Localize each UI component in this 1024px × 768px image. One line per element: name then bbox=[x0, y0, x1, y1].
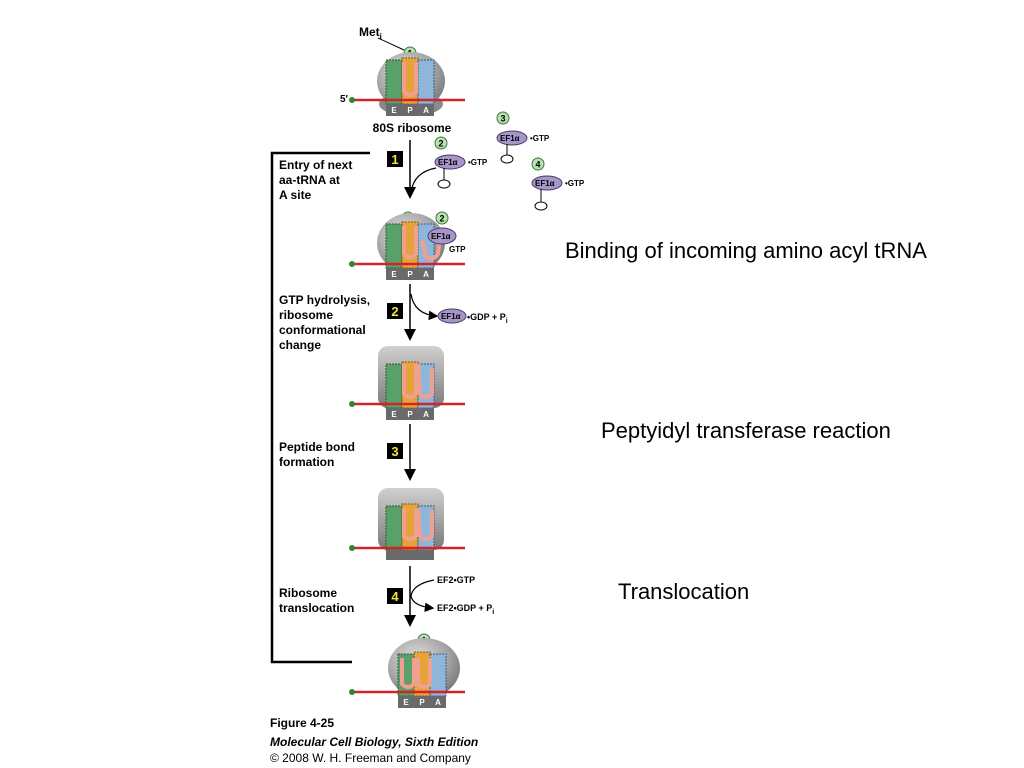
step-4-box bbox=[387, 588, 403, 604]
svg-text:P: P bbox=[419, 698, 425, 707]
e-site bbox=[385, 59, 403, 105]
ef1-complex-3: 3 EF1α •GTP bbox=[496, 111, 550, 164]
svg-text:E: E bbox=[391, 270, 397, 279]
svg-text:EF1α: EF1α bbox=[438, 158, 458, 167]
ribosome-a-site-binding: 1 2 EF1α GTP E P A bbox=[349, 211, 466, 280]
svg-text:1: 1 bbox=[391, 152, 398, 167]
five-prime-label: 5′ bbox=[340, 94, 349, 105]
step-4: Ribosome translocation 4 EF2•GTP EF2•GDP… bbox=[279, 566, 494, 627]
ribosome-initial: Meti 1 5′ E P A 80S ribosome bbox=[340, 25, 465, 135]
step-1-box bbox=[387, 151, 403, 167]
svg-text:2: 2 bbox=[438, 139, 443, 149]
svg-text:4: 4 bbox=[535, 160, 540, 170]
caption-book: Molecular Cell Biology, Sixth Edition bbox=[270, 735, 478, 749]
ribosome-translocated: 1 2 E P A bbox=[349, 633, 465, 708]
svg-text:EF2•GTP: EF2•GTP bbox=[437, 575, 475, 585]
svg-text:E: E bbox=[391, 410, 397, 419]
svg-text:2: 2 bbox=[391, 304, 398, 319]
svg-text:EF2•GDP + Pi: EF2•GDP + Pi bbox=[437, 603, 494, 616]
step-3: Peptide bond formation 3 bbox=[279, 424, 416, 481]
svg-text:2: 2 bbox=[439, 214, 444, 224]
svg-text:P: P bbox=[407, 270, 413, 279]
binding-label: Binding of incoming amino acyl tRNA bbox=[565, 238, 927, 263]
met-label: Meti bbox=[359, 25, 382, 41]
svg-text:P: P bbox=[407, 410, 413, 419]
step-1: Entry of next aa-tRNA at A site 1 bbox=[279, 140, 437, 202]
svg-text:•GTP: •GTP bbox=[565, 179, 585, 188]
step-4-text: Ribosome translocation bbox=[279, 586, 354, 615]
svg-text:EF1α: EF1α bbox=[535, 179, 555, 188]
svg-text:•GDP + Pi: •GDP + Pi bbox=[467, 312, 508, 325]
ef1-complex-4: 4 EF1α •GTP bbox=[531, 157, 585, 211]
svg-text:•GTP: •GTP bbox=[468, 158, 488, 167]
step-2-box bbox=[387, 303, 403, 319]
caption-copyright: © 2008 W. H. Freeman and Company bbox=[270, 751, 471, 765]
step-2: GTP hydrolysis, ribosome conformational … bbox=[279, 284, 508, 352]
peptidyl-transferase-label: Peptyidyl transferase reaction bbox=[601, 418, 891, 443]
caption-figure: Figure 4-25 bbox=[270, 716, 334, 730]
figure-caption: Figure 4-25 Molecular Cell Biology, Sixt… bbox=[270, 716, 478, 765]
ef1-complex-2: 2 EF1α •GTP bbox=[434, 136, 488, 189]
translocation-label: Translocation bbox=[618, 579, 750, 604]
step-3-text: Peptide bond formation bbox=[279, 440, 358, 469]
svg-text:A: A bbox=[423, 410, 429, 419]
step-2-text: GTP hydrolysis, ribosome conformational … bbox=[279, 293, 374, 352]
svg-text:A: A bbox=[435, 698, 441, 707]
svg-text:3: 3 bbox=[391, 444, 398, 459]
site-p-label: P bbox=[407, 106, 413, 115]
svg-text:EF1α: EF1α bbox=[431, 232, 451, 241]
svg-text:A: A bbox=[423, 270, 429, 279]
ribosome-name: 80S ribosome bbox=[373, 121, 452, 135]
a-site bbox=[417, 59, 435, 105]
step-3-box bbox=[387, 443, 403, 459]
ribosome-conformational-change: 1 2 E P A bbox=[349, 346, 465, 420]
trna-1 bbox=[402, 62, 418, 97]
svg-text:EF1α: EF1α bbox=[441, 312, 461, 321]
svg-text:E: E bbox=[403, 698, 409, 707]
cycle-loop-line bbox=[270, 151, 370, 664]
svg-text:•GTP: •GTP bbox=[530, 134, 550, 143]
site-a-label: A bbox=[423, 106, 429, 115]
site-e-label: E bbox=[391, 106, 397, 115]
ribosome-peptide-bond: 1 2 bbox=[349, 488, 465, 560]
step-1-text: Entry of next aa-tRNA at A site bbox=[279, 158, 356, 202]
svg-text:3: 3 bbox=[500, 114, 505, 124]
svg-text:4: 4 bbox=[391, 589, 399, 604]
svg-text:GTP: GTP bbox=[449, 245, 466, 254]
svg-text:EF1α: EF1α bbox=[500, 134, 520, 143]
